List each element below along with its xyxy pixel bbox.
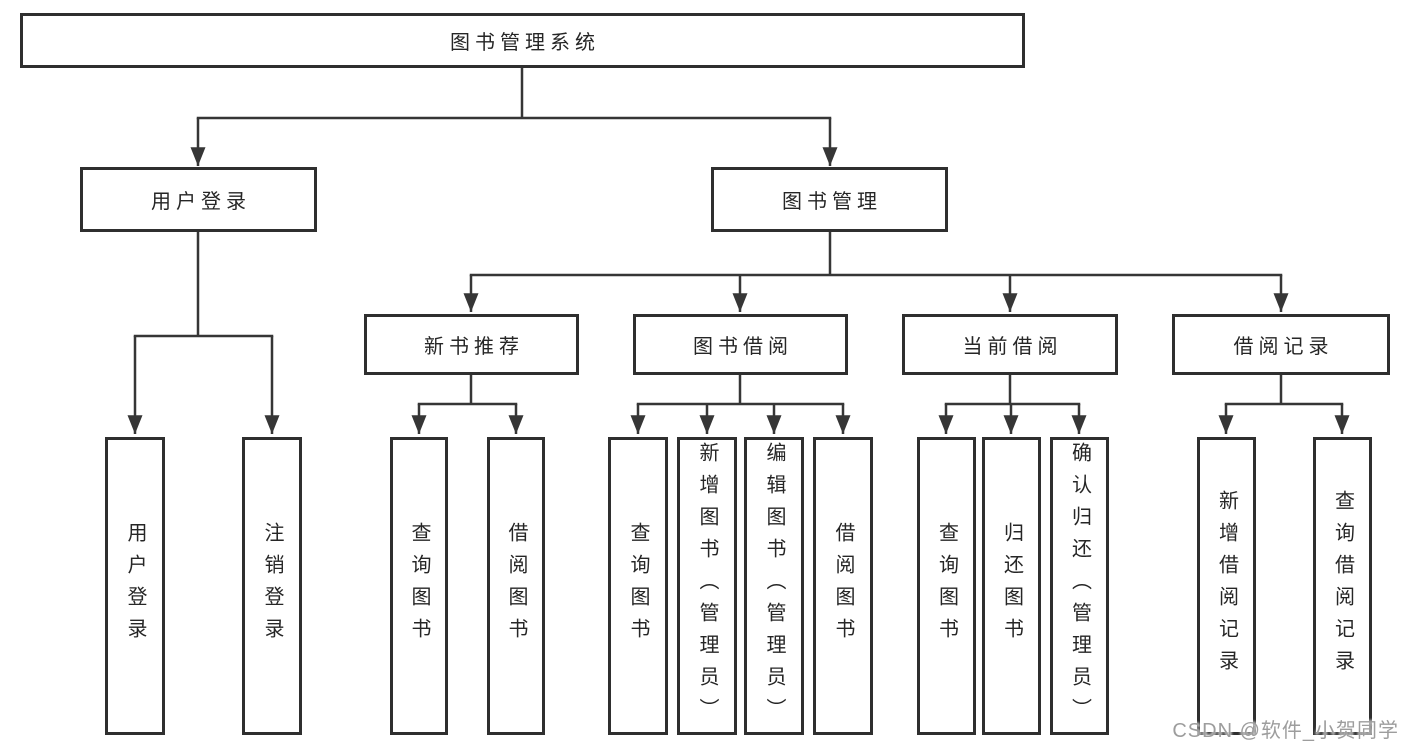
node-leaf-recommend-query-book: 查询图书 <box>390 437 448 735</box>
node-system-root: 图书管理系统 <box>20 13 1025 68</box>
node-system-root-label: 图书管理系统 <box>450 32 600 54</box>
node-leaf-user-login: 用户登录 <box>105 437 165 735</box>
node-leaf-recommend-borrow-book: 借阅图书 <box>487 437 545 735</box>
node-book-management: 图书管理 <box>711 167 948 232</box>
node-new-book-recommend: 新书推荐 <box>364 314 579 375</box>
connector-user-login <box>127 232 280 434</box>
node-leaf-recommend-query-book-label: 查询图书 <box>408 522 430 650</box>
node-leaf-confirm-return-admin-label: 确认归还（管理员） <box>1068 442 1091 730</box>
node-borrow-records: 借阅记录 <box>1172 314 1390 375</box>
node-borrow-records-label: 借阅记录 <box>1233 336 1334 358</box>
node-user-login-label: 用户登录 <box>151 191 251 213</box>
node-leaf-add-book-admin-label: 新增图书（管理员） <box>696 442 718 730</box>
node-leaf-query-borrow-record: 查询借阅记录 <box>1313 437 1372 735</box>
node-leaf-add-borrow-record-label: 新增借阅记录 <box>1215 490 1238 682</box>
node-leaf-edit-book-admin-label: 编辑图书（管理员） <box>763 442 785 730</box>
node-book-management-label: 图书管理 <box>782 191 882 213</box>
node-leaf-user-login-label: 用户登录 <box>124 522 146 650</box>
node-leaf-borrow-book: 借阅图书 <box>813 437 873 735</box>
connector-book-borrow <box>630 375 851 434</box>
node-leaf-borrow-query-book-label: 查询图书 <box>627 522 649 650</box>
connector-book-management <box>463 232 1289 312</box>
node-leaf-return-book-label: 归还图书 <box>1000 522 1023 650</box>
node-book-borrow-label: 图书借阅 <box>693 336 793 358</box>
connector-current-borrow <box>938 375 1087 434</box>
node-leaf-query-borrow-record-label: 查询借阅记录 <box>1331 490 1354 682</box>
node-leaf-logout: 注销登录 <box>242 437 302 735</box>
node-leaf-add-borrow-record: 新增借阅记录 <box>1197 437 1256 735</box>
node-leaf-recommend-borrow-book-label: 借阅图书 <box>505 522 527 650</box>
watermark: CSDN @软件_小贺同学 <box>1172 720 1399 742</box>
node-leaf-logout-label: 注销登录 <box>261 522 283 650</box>
connector-borrow-records <box>1218 375 1350 434</box>
node-leaf-edit-book-admin: 编辑图书（管理员） <box>744 437 804 735</box>
node-book-borrow: 图书借阅 <box>633 314 848 375</box>
node-new-book-recommend-label: 新书推荐 <box>424 336 524 358</box>
node-leaf-borrow-book-label: 借阅图书 <box>832 522 854 650</box>
node-leaf-confirm-return-admin: 确认归还（管理员） <box>1050 437 1109 735</box>
connector-new-book-recommend <box>411 375 524 434</box>
node-current-borrow-label: 当前借阅 <box>962 336 1063 358</box>
connector-root <box>190 68 838 166</box>
node-leaf-add-book-admin: 新增图书（管理员） <box>677 437 737 735</box>
node-leaf-current-query-book-label: 查询图书 <box>935 522 958 650</box>
node-leaf-return-book: 归还图书 <box>982 437 1041 735</box>
node-current-borrow: 当前借阅 <box>902 314 1118 375</box>
node-leaf-current-query-book: 查询图书 <box>917 437 976 735</box>
node-leaf-borrow-query-book: 查询图书 <box>608 437 668 735</box>
node-user-login: 用户登录 <box>80 167 317 232</box>
